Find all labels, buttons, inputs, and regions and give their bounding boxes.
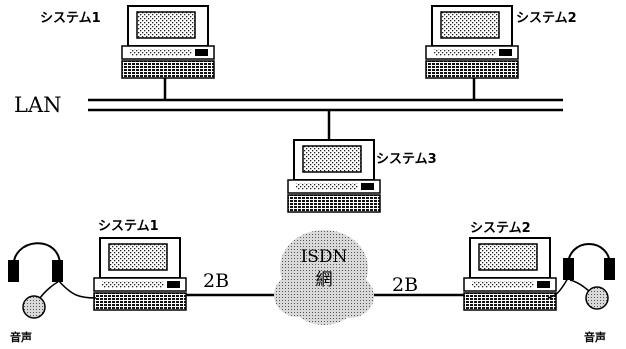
system-label: システム1 (98, 219, 159, 234)
voice-label-left: 音声 (10, 330, 32, 344)
channel-label-left: 2B (203, 270, 229, 292)
headset-icon-right (547, 243, 615, 310)
computer-icon (93, 237, 187, 311)
isdn-system-2: システム2 (463, 221, 557, 311)
isdn-label-line2: 網 (316, 270, 333, 290)
computer-icon (121, 5, 215, 79)
headset-icon-left (8, 242, 97, 319)
isdn-label: ISDN (301, 247, 348, 267)
lan-system-3: システム3 (287, 139, 437, 213)
lan-system-2: システム2 (425, 5, 577, 79)
isdn-system-1: システム1 (93, 219, 187, 311)
lan-system-1: システム1 (40, 5, 215, 79)
lan-label: LAN (14, 93, 62, 117)
system-label: システム2 (516, 11, 577, 26)
computer-icon (287, 139, 381, 213)
system-label: システム3 (376, 152, 437, 167)
computer-icon (425, 5, 519, 79)
isdn-network-cloud: ISDN 網 (274, 230, 374, 325)
system-label: システム1 (40, 11, 101, 26)
channel-label-right: 2B (392, 274, 418, 296)
system-label: システム2 (470, 221, 531, 236)
computer-icon (463, 237, 557, 311)
voice-label-right: 音声 (584, 330, 606, 344)
